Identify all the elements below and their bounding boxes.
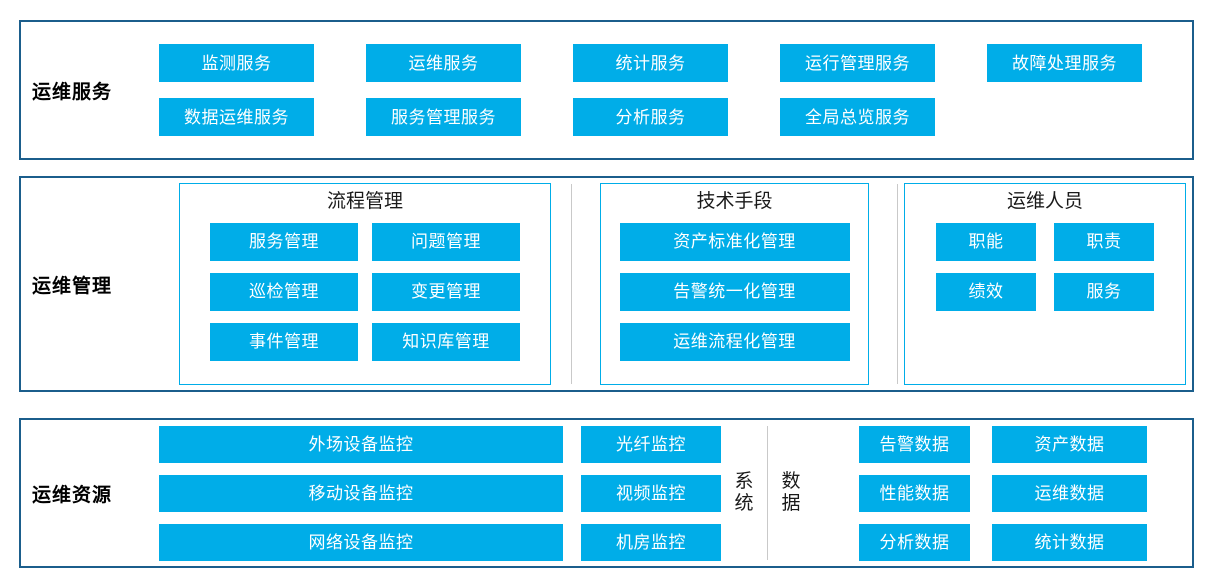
- data-chip-statistics-data[interactable]: 统计数据: [992, 523, 1147, 561]
- service-chip-runtime-mgmt[interactable]: 运行管理服务: [780, 44, 935, 82]
- resources-body: 外场设备监控 移动设备监控 网络设备监控 光纤监控 视频监控 机房监控 系统 数…: [159, 420, 1192, 566]
- group-title-process-management: 流程管理: [326, 191, 403, 212]
- process-chip-inspection-mgmt[interactable]: 巡检管理: [210, 272, 358, 311]
- service-chip-ops[interactable]: 运维服务: [366, 44, 521, 82]
- section-operations-resources: 运维资源 外场设备监控 移动设备监控 网络设备监控 光纤监控 视频监控 机房监控…: [19, 418, 1194, 568]
- personnel-chip-service[interactable]: 服务: [1054, 272, 1154, 311]
- group-box-operations-personnel: 运维人员 职能 职责 绩效 服务: [904, 183, 1186, 385]
- resources-column-wide: 外场设备监控 移动设备监控 网络设备监控: [159, 420, 563, 566]
- data-chip-analysis-data[interactable]: 分析数据: [859, 523, 970, 561]
- management-body: 流程管理 服务管理 问题管理 巡检管理 变更管理 事件管理 知识库管理 技术手段: [159, 178, 1192, 390]
- personnel-chip-grid: 职能 职责 绩效 服务: [936, 222, 1154, 311]
- group-box-process-management: 流程管理 服务管理 问题管理 巡检管理 变更管理 事件管理 知识库管理: [179, 183, 551, 385]
- resource-chip-mobile-device-monitoring[interactable]: 移动设备监控: [159, 474, 563, 512]
- services-chip-grid: 监测服务 运维服务 统计服务 运行管理服务 故障处理服务 数据运维服务 服务管理…: [159, 22, 1192, 158]
- process-chip-knowledge-mgmt[interactable]: 知识库管理: [372, 322, 520, 361]
- service-chip-monitoring[interactable]: 监测服务: [159, 44, 314, 82]
- process-chip-grid: 服务管理 问题管理 巡检管理 变更管理 事件管理 知识库管理: [210, 222, 520, 361]
- management-column-technical: 技术手段 资产标准化管理 告警统一化管理 运维流程化管理: [572, 178, 897, 390]
- section-operations-services: 运维服务 监测服务 运维服务 统计服务 运行管理服务 故障处理服务 数据运维服务…: [19, 20, 1194, 160]
- tech-chip-alarm-unification[interactable]: 告警统一化管理: [619, 272, 850, 311]
- process-chip-change-mgmt[interactable]: 变更管理: [372, 272, 520, 311]
- service-chip-global-overview[interactable]: 全局总览服务: [780, 98, 935, 136]
- service-chip-service-mgmt[interactable]: 服务管理服务: [366, 98, 521, 136]
- management-column-personnel: 运维人员 职能 职责 绩效 服务: [898, 178, 1192, 390]
- process-chip-service-mgmt[interactable]: 服务管理: [210, 222, 358, 261]
- resource-chip-network-device-monitoring[interactable]: 网络设备监控: [159, 523, 563, 561]
- data-chip-performance-data[interactable]: 性能数据: [859, 474, 970, 512]
- technical-chip-grid: 资产标准化管理 告警统一化管理 运维流程化管理: [619, 222, 850, 361]
- group-box-technical-means: 技术手段 资产标准化管理 告警统一化管理 运维流程化管理: [600, 183, 869, 385]
- service-chip-statistics[interactable]: 统计服务: [573, 44, 728, 82]
- data-chip-asset-data[interactable]: 资产数据: [992, 425, 1147, 463]
- resources-vertical-label-system: 系统: [721, 420, 767, 566]
- management-divider-1: [571, 184, 572, 384]
- section-label-operations-management: 运维管理: [32, 275, 113, 297]
- service-chip-fault-handling[interactable]: 故障处理服务: [987, 44, 1142, 82]
- resources-divider-1: [767, 426, 768, 560]
- management-column-process: 流程管理 服务管理 问题管理 巡检管理 变更管理 事件管理 知识库管理: [159, 178, 571, 390]
- section-label-operations-resources: 运维资源: [32, 484, 113, 506]
- tech-chip-asset-standardization[interactable]: 资产标准化管理: [619, 222, 850, 261]
- tech-chip-ops-process[interactable]: 运维流程化管理: [619, 322, 850, 361]
- resource-chip-field-device-monitoring[interactable]: 外场设备监控: [159, 425, 563, 463]
- vertical-label-data-text: 数据: [781, 471, 801, 514]
- resources-vertical-label-data: 数据: [768, 420, 814, 566]
- vertical-label-system-text: 系统: [734, 471, 754, 514]
- group-title-technical-means: 技术手段: [696, 191, 773, 212]
- data-chip-alarm-data[interactable]: 告警数据: [859, 425, 970, 463]
- service-chip-analysis[interactable]: 分析服务: [573, 98, 728, 136]
- services-body: 监测服务 运维服务 统计服务 运行管理服务 故障处理服务 数据运维服务 服务管理…: [159, 22, 1192, 158]
- resource-chip-video-monitoring[interactable]: 视频监控: [581, 474, 721, 512]
- personnel-chip-performance[interactable]: 绩效: [936, 272, 1036, 311]
- management-divider-2: [897, 184, 898, 384]
- process-chip-event-mgmt[interactable]: 事件管理: [210, 322, 358, 361]
- personnel-chip-function[interactable]: 职能: [936, 222, 1036, 261]
- section-operations-management: 运维管理 流程管理 服务管理 问题管理 巡检管理 变更管理 事件管理 知识库管理: [19, 176, 1194, 392]
- resource-chip-fiber-monitoring[interactable]: 光纤监控: [581, 425, 721, 463]
- section-label-operations-services: 运维服务: [32, 81, 113, 103]
- data-chip-ops-data[interactable]: 运维数据: [992, 474, 1147, 512]
- personnel-chip-responsibility[interactable]: 职责: [1054, 222, 1154, 261]
- resource-chip-datacenter-monitoring[interactable]: 机房监控: [581, 523, 721, 561]
- resources-column-mid: 光纤监控 视频监控 机房监控: [581, 420, 721, 566]
- group-title-operations-personnel: 运维人员: [1006, 191, 1083, 212]
- service-chip-data-ops[interactable]: 数据运维服务: [159, 98, 314, 136]
- process-chip-problem-mgmt[interactable]: 问题管理: [372, 222, 520, 261]
- resources-data-chip-grid: 告警数据 资产数据 性能数据 运维数据 分析数据 统计数据: [814, 420, 1192, 566]
